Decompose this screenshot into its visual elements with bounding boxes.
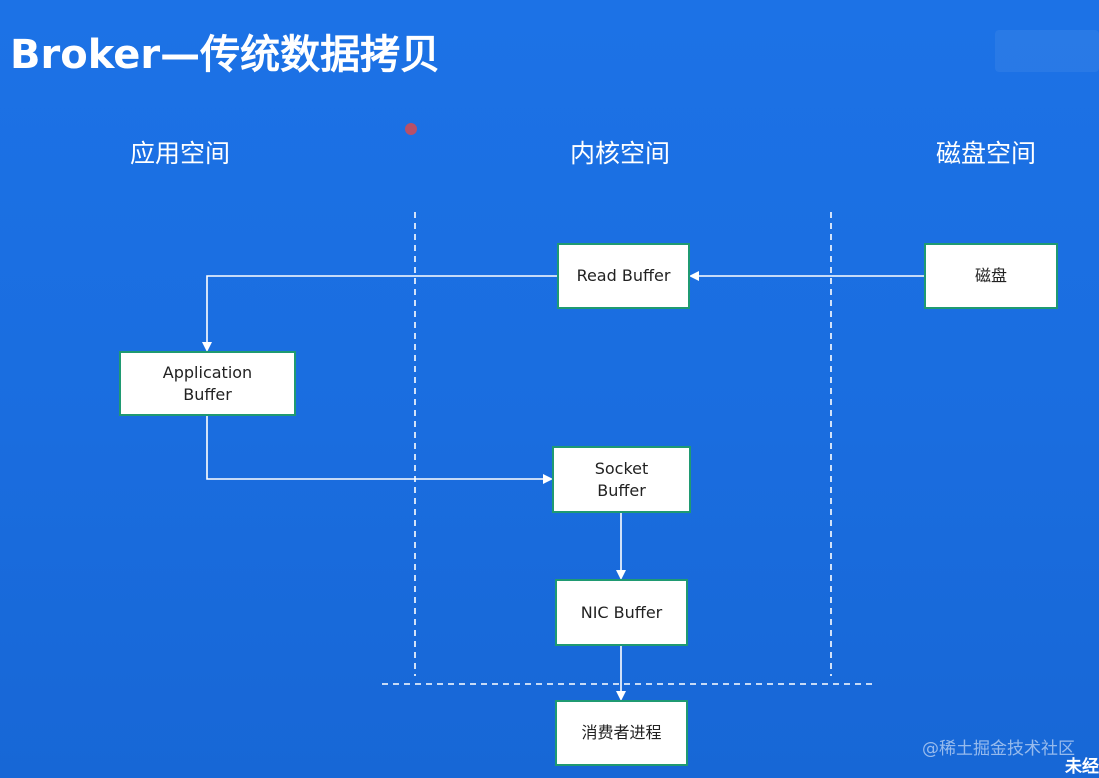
node-application-buffer: Application Buffer xyxy=(119,351,296,416)
edge-application-buffer-to-socket-buffer xyxy=(206,415,553,484)
node-socket-buffer: Socket Buffer xyxy=(552,446,691,513)
slide-title: Broker—传统数据拷贝 xyxy=(10,32,441,78)
column-label-app-space: 应用空间 xyxy=(130,139,231,168)
mouse-cursor-icon xyxy=(405,123,417,135)
node-disk: 磁盘 xyxy=(924,243,1058,309)
column-label-disk-space: 磁盘空间 xyxy=(936,139,1037,168)
overlay-smudge xyxy=(995,30,1099,72)
node-read-buffer: Read Buffer xyxy=(557,243,690,309)
node-nic-buffer: NIC Buffer xyxy=(555,579,688,646)
node-consumer-process: 消费者进程 xyxy=(555,700,688,766)
corner-text: 未经 xyxy=(1065,757,1099,777)
watermark-text: @稀土掘金技术社区 xyxy=(922,739,1075,759)
column-label-kernel-space: 内核空间 xyxy=(570,139,671,168)
edge-read-buffer-to-application-buffer xyxy=(202,275,558,352)
